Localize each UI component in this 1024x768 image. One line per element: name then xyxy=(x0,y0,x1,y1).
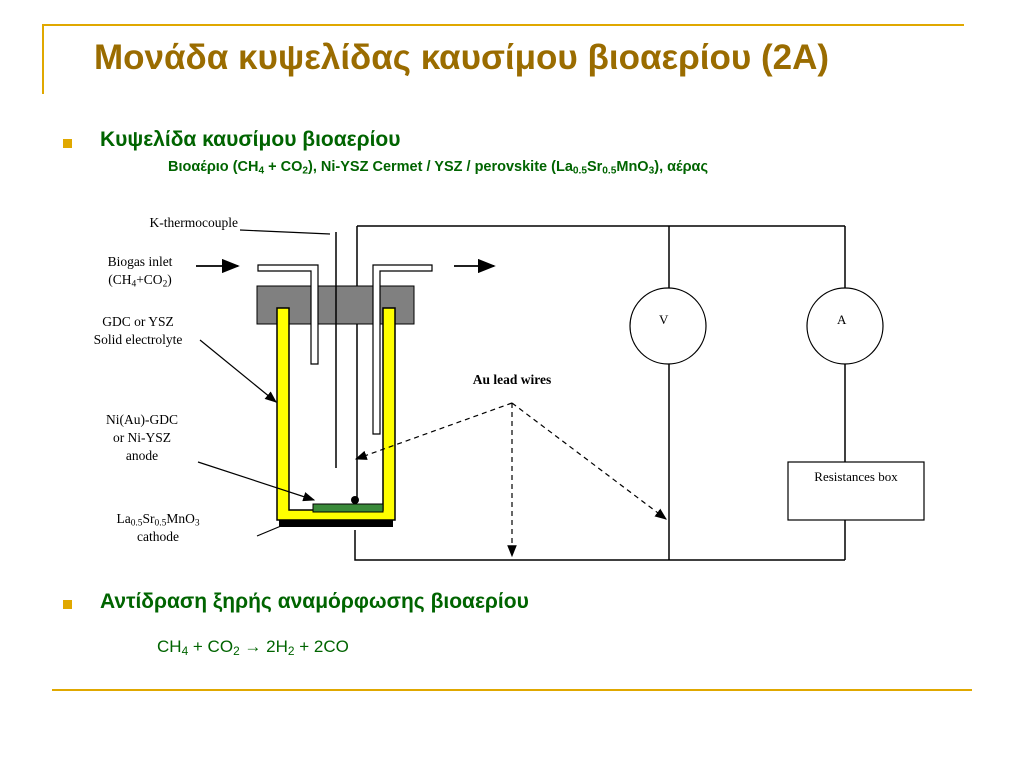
frame-bottom-line xyxy=(52,689,972,691)
reaction-equation: CH4 + CO2 → 2H2 + 2CO xyxy=(157,637,349,658)
frame-left-line xyxy=(42,24,44,94)
bullet-square-icon xyxy=(63,600,72,609)
contact-dot xyxy=(351,496,359,504)
label-electrolyte: GDC or YSZ Solid electrolyte xyxy=(93,314,183,347)
cathode-layer xyxy=(279,520,393,527)
section2-heading: Αντίδραση ξηρής αναμόρφωσης βιοαερίου xyxy=(100,590,529,613)
label-cathode: La0.5Sr0.5MnO3 cathode xyxy=(116,511,200,544)
label-anode: Ni(Au)-GDC or Ni-YSZ anode xyxy=(106,412,178,463)
gas-inlet-tube xyxy=(257,264,319,365)
au-wire-right xyxy=(511,402,667,520)
voltmeter-circle xyxy=(629,287,707,365)
gas-outlet-tube xyxy=(372,264,433,435)
slide-title: Μονάδα κυψελίδας καυσίμου βιοαερίου (2Α) xyxy=(94,38,829,77)
anode-layer xyxy=(312,503,384,513)
resistances-label: Resistances box xyxy=(814,469,898,484)
ammeter-circle xyxy=(806,287,884,365)
thermocouple-pointer xyxy=(239,229,331,235)
section1-subtitle: Βιοαέριο (CH4 + CO2), Ni-YSZ Cermet / YS… xyxy=(168,159,709,177)
frame-top-line xyxy=(42,24,964,26)
circuit-wires xyxy=(354,225,846,561)
cathode-pointer xyxy=(256,525,282,537)
anode-pointer xyxy=(197,461,316,502)
au-wire-left xyxy=(354,402,513,460)
resistances-box xyxy=(787,461,925,521)
label-biogas-inlet: Biogas inlet (CH4+CO2) xyxy=(107,254,173,290)
label-au-lead-wires: Au lead wires xyxy=(472,372,552,387)
electrolyte-pointer xyxy=(199,339,277,403)
ammeter-label: A xyxy=(837,312,847,327)
section1-heading: Κυψελίδα καυσίμου βιοαερίου xyxy=(100,128,401,151)
label-thermocouple: K-thermocouple xyxy=(149,215,238,230)
bullet-square-icon xyxy=(63,139,72,148)
voltmeter-label: V xyxy=(659,312,669,327)
